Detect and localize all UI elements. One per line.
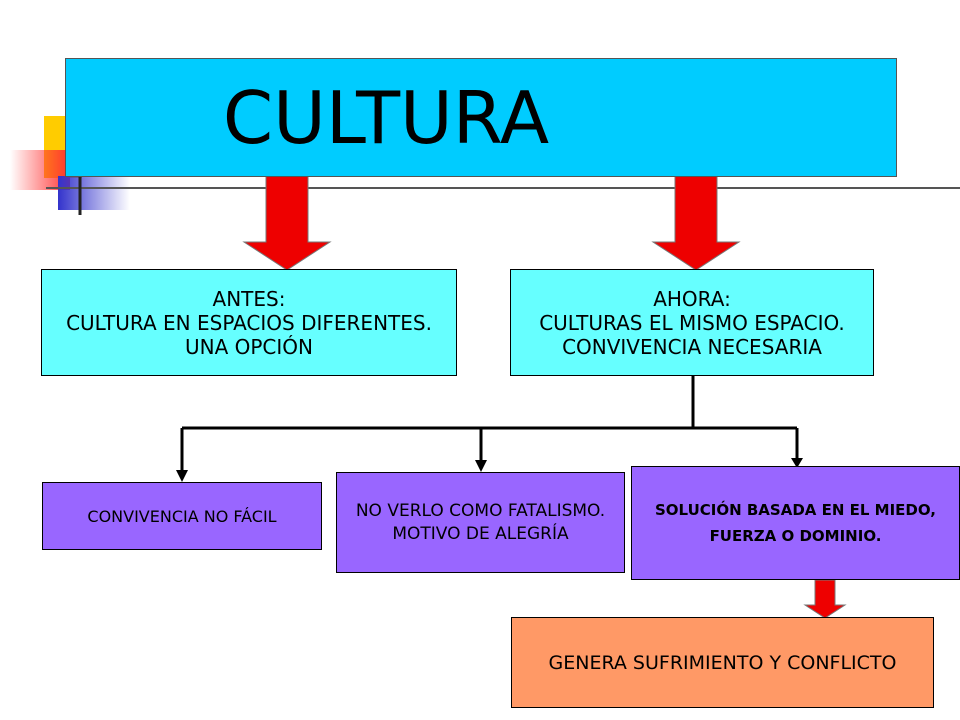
genera-box: GENERA SUFRIMIENTO Y CONFLICTO bbox=[511, 617, 934, 708]
branch-connector bbox=[180, 376, 799, 472]
antes-line-3: UNA OPCIÓN bbox=[184, 334, 313, 359]
red-arrow-small bbox=[803, 579, 847, 619]
solucion-box: SOLUCIÓN BASADA EN EL MIEDO, FUERZA O DO… bbox=[631, 466, 960, 580]
ahora-line-1: AHORA: bbox=[653, 286, 731, 311]
red-arrow-left bbox=[242, 171, 332, 271]
connector-arrowhead-2 bbox=[475, 460, 487, 472]
fatalismo-line-2: MOTIVO DE ALEGRÍA bbox=[392, 523, 569, 544]
connector-arrowhead-1 bbox=[176, 470, 188, 482]
deco-blue-gradient bbox=[58, 176, 130, 210]
title-text: CULTURA bbox=[222, 76, 550, 160]
connector-arrowhead-3 bbox=[791, 458, 803, 468]
ahora-line-2: CULTURAS EL MISMO ESPACIO. bbox=[539, 310, 845, 335]
antes-box: ANTES: CULTURA EN ESPACIOS DIFERENTES. U… bbox=[41, 269, 457, 376]
genera-text: GENERA SUFRIMIENTO Y CONFLICTO bbox=[548, 651, 897, 674]
ahora-box: AHORA: CULTURAS EL MISMO ESPACIO. CONVIV… bbox=[510, 269, 874, 376]
red-arrow-right bbox=[651, 171, 741, 271]
solucion-line-2: FUERZA O DOMINIO. bbox=[709, 527, 882, 545]
fatalismo-line-1: NO VERLO COMO FATALISMO. bbox=[355, 500, 606, 521]
solucion-line-1: SOLUCIÓN BASADA EN EL MIEDO, bbox=[655, 500, 936, 519]
convivencia-text: CONVIVENCIA NO FÁCIL bbox=[87, 506, 277, 526]
title-box: CULTURA bbox=[65, 58, 897, 177]
antes-line-2: CULTURA EN ESPACIOS DIFERENTES. bbox=[66, 310, 432, 335]
ahora-line-3: CONVIVENCIA NECESARIA bbox=[562, 334, 822, 359]
convivencia-box: CONVIVENCIA NO FÁCIL bbox=[42, 482, 322, 550]
antes-line-1: ANTES: bbox=[212, 286, 286, 311]
fatalismo-box: NO VERLO COMO FATALISMO. MOTIVO DE ALEGR… bbox=[336, 472, 625, 573]
